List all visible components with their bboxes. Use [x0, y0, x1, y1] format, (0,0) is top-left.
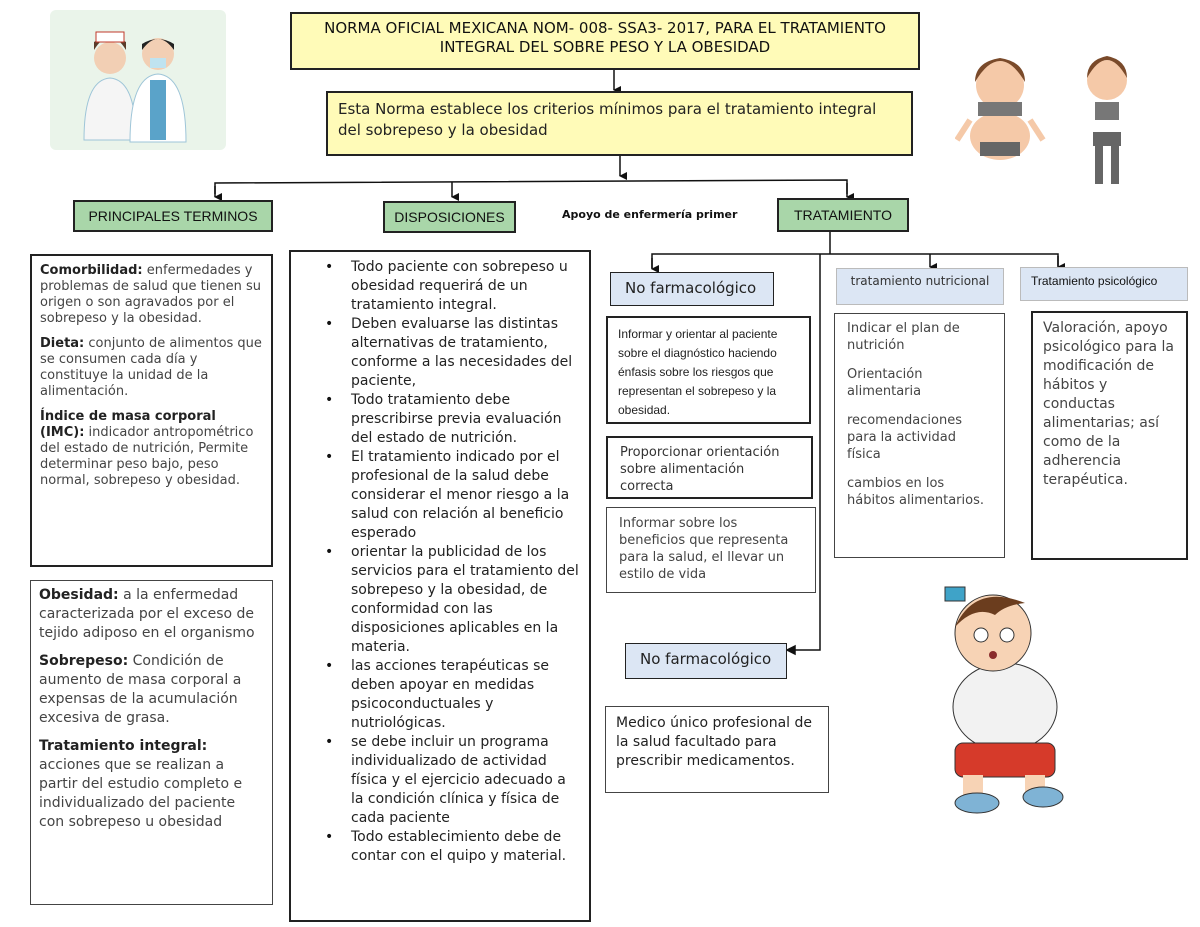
intro-box: Esta Norma establece los criterios mínim…	[326, 91, 913, 156]
page-title-text: NORMA OFICIAL MEXICANA NOM- 008- SSA3- 2…	[324, 19, 886, 56]
psicologico-label: Tratamiento psicológico	[1020, 267, 1188, 301]
list-item: orientar la publicidad de los servicios …	[325, 543, 581, 657]
nutricional-label: tratamiento nutricional	[836, 268, 1004, 305]
list-item: Todo tratamiento debe prescribirse previ…	[325, 391, 581, 448]
list-item: Orientación alimentaria	[847, 367, 923, 399]
list-item: Todo paciente con sobrepeso u obesidad r…	[325, 258, 581, 315]
list-item: El tratamiento indicado por el profesion…	[325, 448, 581, 543]
disposiciones-list: Todo paciente con sobrepeso u obesidad r…	[291, 258, 581, 866]
terminos-box-2: Obesidad: a la enfermedad caracterizada …	[30, 580, 273, 905]
nf2-text: Medico único profesional de la salud fac…	[605, 706, 829, 793]
term-comorbilidad: Comorbilidad: enfermedades y problemas d…	[40, 263, 261, 326]
nf1-item-1: Informar y orientar al paciente sobre el…	[606, 316, 811, 424]
terminos-box-1: Comorbilidad: enfermedades y problemas d…	[30, 254, 273, 567]
header-apoyo: Apoyo de enfermería primer	[562, 208, 738, 221]
term-dieta: Dieta: conjunto de alimentos que se cons…	[40, 336, 262, 399]
disposiciones-box: Todo paciente con sobrepeso u obesidad r…	[289, 250, 591, 922]
list-item: recomendaciones para la actividad física	[847, 413, 963, 462]
line-to-no-farmacologico-2	[795, 254, 821, 651]
list-item: Todo establecimiento debe de contar con …	[325, 828, 581, 866]
nutricional-box: Indicar el plan de nutrición Orientación…	[834, 313, 1005, 558]
header-tratamiento: TRATAMIENTO	[777, 198, 909, 232]
term-imc: Índice de masa corporal (IMC): indicador…	[40, 409, 254, 488]
before-after-illustration	[954, 40, 1155, 190]
boy-illustration	[915, 575, 1075, 820]
psicologico-box: Valoración, apoyo psicológico para la mo…	[1031, 311, 1188, 560]
term-tratamiento-integral: Tratamiento integral: acciones que se re…	[39, 738, 243, 830]
branch-line	[214, 179, 848, 194]
no-farmacologico-label-2: No farmacológico	[625, 643, 787, 679]
no-farmacologico-label-1: No farmacológico	[610, 272, 774, 306]
header-terminos: PRINCIPALES TERMINOS	[73, 200, 273, 232]
page-title: NORMA OFICIAL MEXICANA NOM- 008- SSA3- 2…	[290, 12, 920, 70]
nf1-item-2: Proporcionar orientación sobre alimentac…	[606, 436, 813, 499]
term-sobrepeso: Sobrepeso: Condición de aumento de masa …	[39, 653, 242, 726]
header-disposiciones: DISPOSICIONES	[383, 201, 516, 233]
list-item: Deben evaluarse las distintas alternativ…	[325, 315, 581, 391]
doctors-illustration	[50, 10, 226, 150]
list-item: cambios en los hábitos alimentarios.	[847, 476, 984, 508]
list-item: Indicar el plan de nutrición	[847, 321, 960, 353]
list-item: las acciones terapéuticas se deben apoya…	[325, 657, 581, 733]
nf1-item-3: Informar sobre los beneficios que repres…	[606, 507, 816, 593]
intro-text: Esta Norma establece los criterios mínim…	[338, 100, 877, 139]
list-item: se debe incluir un programa individualiz…	[325, 733, 581, 828]
term-obesidad: Obesidad: a la enfermedad caracterizada …	[39, 587, 255, 641]
